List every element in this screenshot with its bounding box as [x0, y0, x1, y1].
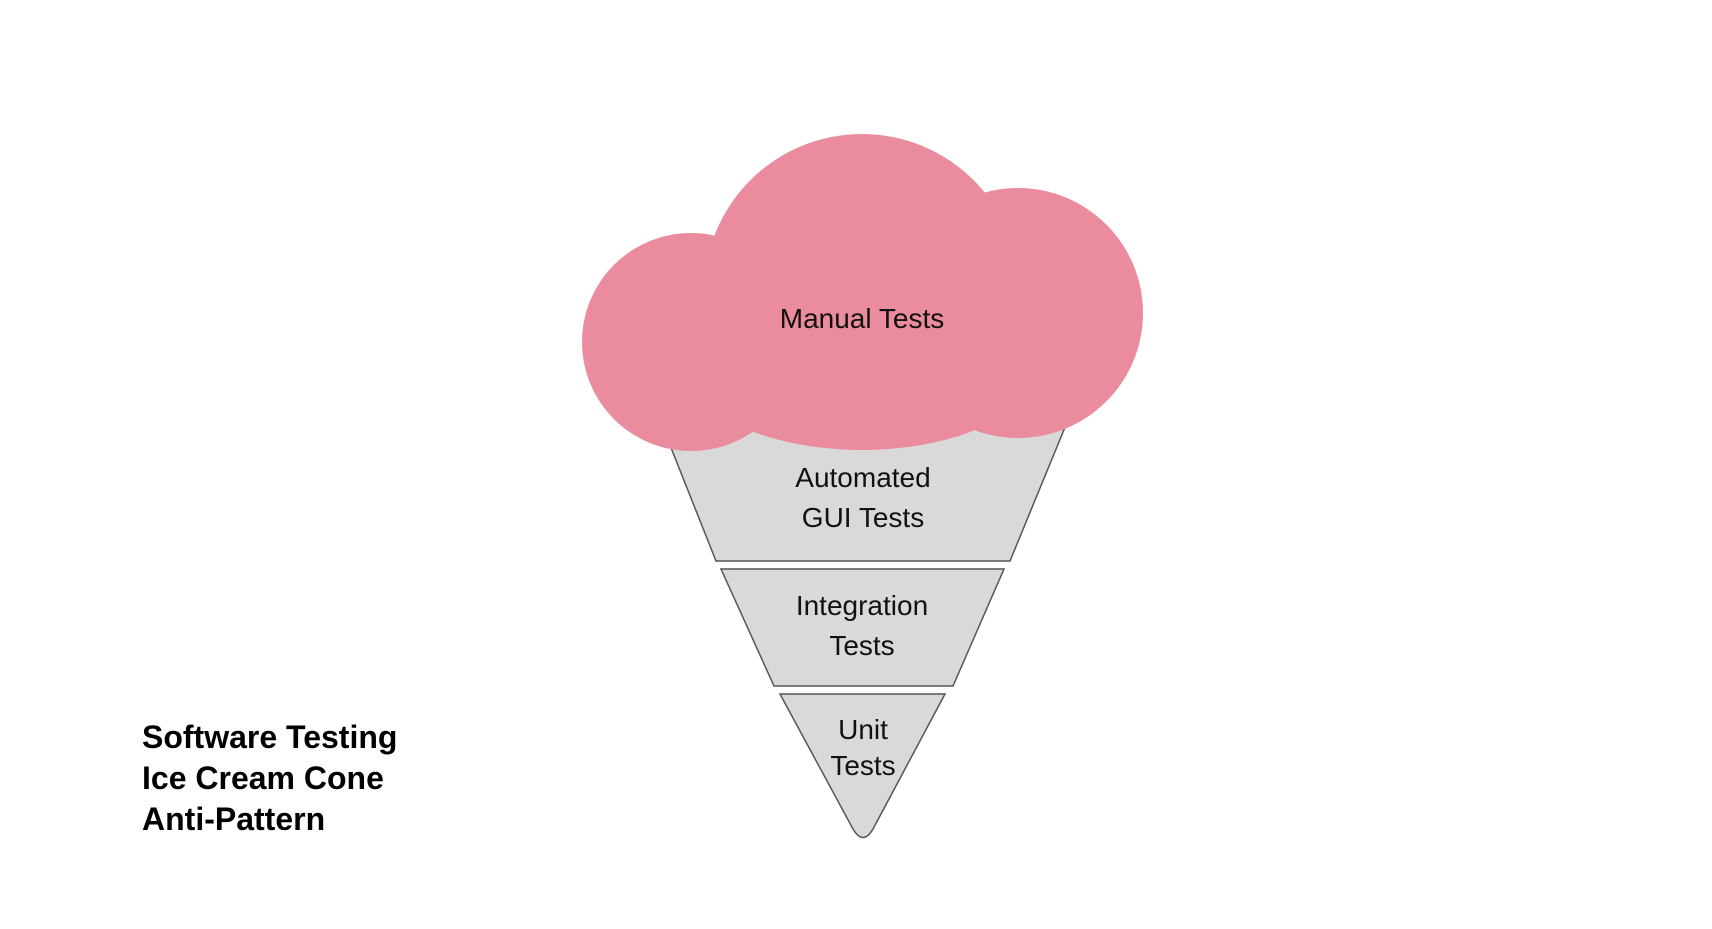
- scoop-shape: [582, 134, 1143, 451]
- layer-unit-tests: Unit Tests: [778, 693, 947, 839]
- layer-integration-tests: Integration Tests: [719, 568, 1006, 687]
- diagram-title: Software Testing Ice Cream Cone Anti-Pat…: [142, 717, 397, 840]
- scoop-manual-tests-label: Manual Tests: [780, 303, 944, 334]
- layer-automated-gui-tests-label-line-2: GUI Tests: [802, 502, 924, 533]
- layer-unit-tests-label-line-1: Unit: [838, 714, 888, 745]
- layer-unit-tests-shape: [778, 693, 947, 839]
- layer-integration-tests-label-line-1: Integration: [796, 590, 928, 621]
- diagram-title-line-1: Software Testing: [142, 719, 398, 755]
- layer-integration-tests-label-line-2: Tests: [829, 630, 894, 661]
- layer-integration-tests-shape: [719, 568, 1006, 687]
- diagram-title-line-2: Ice Cream Cone: [142, 760, 384, 796]
- layer-automated-gui-tests: Automated GUI Tests: [658, 419, 1070, 562]
- diagram-title-line-3: Anti-Pattern: [142, 801, 326, 837]
- layer-unit-tests-label-line-2: Tests: [830, 750, 895, 781]
- layer-automated-gui-tests-label-line-1: Automated: [795, 462, 930, 493]
- scoop-manual-tests: Manual Tests: [582, 134, 1143, 451]
